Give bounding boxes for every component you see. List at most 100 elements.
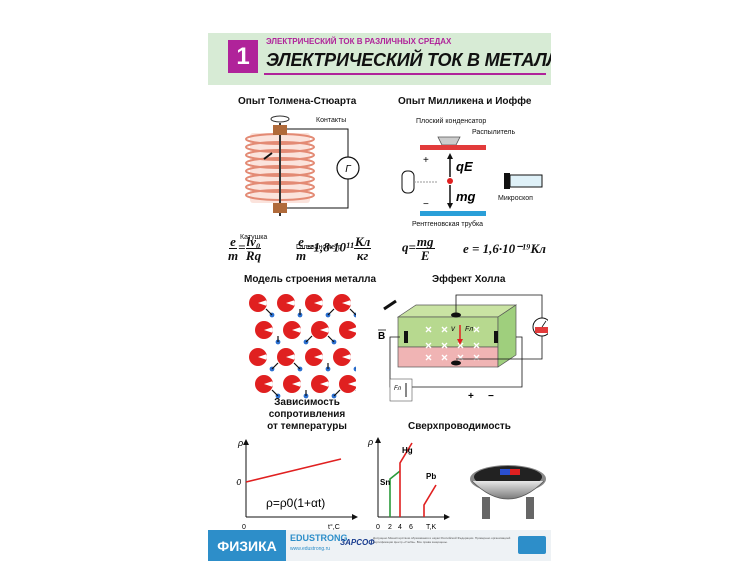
microscope-label: Микроскоп xyxy=(498,195,533,202)
electron-velocity-arrow xyxy=(349,308,356,316)
hall-diagram: B v Fл Fл xyxy=(378,294,548,402)
lattice-ions xyxy=(249,293,356,399)
poster: 1 ЭЛЕКТРИЧЕСКИЙ ТОК В РАЗЛИЧНЫХ СРЕДАХ Э… xyxy=(208,33,551,561)
publisher-site: www.edustrong.ru xyxy=(290,546,331,552)
ion-icon xyxy=(333,294,351,312)
svg-text:Г: Г xyxy=(345,164,352,175)
svg-text:T,K: T,K xyxy=(426,524,436,531)
ion-icon xyxy=(333,348,351,366)
electron-velocity-arrow xyxy=(327,308,335,316)
electron-velocity-arrow xyxy=(271,362,279,370)
svg-text:Fл: Fл xyxy=(394,386,402,392)
hall-slab xyxy=(396,304,518,368)
voltmeter-icon xyxy=(532,317,548,337)
curve-hg xyxy=(399,442,413,517)
svg-text:B: B xyxy=(378,331,385,342)
millikan-title: Опыт Милликена и Иоффе xyxy=(398,96,532,107)
capacitor-label: Плоский конденсатор xyxy=(416,118,487,125)
footer: ФИЗИКА EDUSTRONG www.edustrong.ru ЗАРСОФ… xyxy=(208,530,551,561)
superconductivity-title: Сверхпроводимость xyxy=(408,421,511,432)
droplet xyxy=(447,178,453,184)
electron-velocity-arrow xyxy=(327,335,335,343)
svg-text:ρ: ρ xyxy=(367,437,373,447)
svg-text:qE: qE xyxy=(456,159,473,174)
metal-lattice xyxy=(249,293,356,399)
electron-velocity-arrow xyxy=(265,308,273,316)
ion-icon xyxy=(255,321,273,339)
curve-sn xyxy=(389,470,401,517)
svg-text:v: v xyxy=(451,324,456,333)
header-band xyxy=(208,33,551,85)
ion-icon xyxy=(277,348,295,366)
chapter-number: 1 xyxy=(228,40,258,73)
contacts-label: Контакты xyxy=(316,117,347,124)
tolman-diagram: Г xyxy=(245,115,360,216)
svg-text:ρ=ρ0(1+αt): ρ=ρ0(1+αt) xyxy=(266,496,325,510)
galvanometer-icon: Г xyxy=(336,156,360,180)
svg-text:0: 0 xyxy=(242,524,246,531)
svg-text:6: 6 xyxy=(409,524,413,531)
ion-icon xyxy=(255,375,273,393)
publisher-label: EDUSTRONG xyxy=(290,533,348,543)
galvanometer-label: Гальванометр xyxy=(296,244,342,251)
page-title: ЭЛЕКТРИЧЕСКИЙ ТОК В МЕТАЛЛАХ xyxy=(266,50,551,70)
svg-text:0: 0 xyxy=(376,524,380,531)
ion-icon xyxy=(305,347,323,367)
sprayer-icon xyxy=(437,136,461,146)
hall-title: Эффект Холла xyxy=(432,274,506,285)
electron-velocity-arrow xyxy=(293,362,301,370)
ion-icon xyxy=(339,321,356,339)
ion-icon xyxy=(277,294,295,312)
magnetic-field-arrow-icon xyxy=(383,299,397,311)
svg-text:mg: mg xyxy=(456,189,476,204)
levitation-image xyxy=(470,465,546,519)
force-inset: Fл xyxy=(389,378,413,402)
coil-icon xyxy=(245,123,315,216)
svg-text:−: − xyxy=(488,391,494,402)
ion-icon xyxy=(283,375,301,393)
svg-text:t°,C: t°,C xyxy=(328,523,340,531)
svg-text:4: 4 xyxy=(398,524,402,531)
xray-tube-icon xyxy=(401,170,438,194)
brand-label: ФИЗИКА xyxy=(208,530,286,561)
ion-icon xyxy=(249,293,267,313)
section-kicker: ЭЛЕКТРИЧЕСКИЙ ТОК В РАЗЛИЧНЫХ СРЕДАХ xyxy=(266,37,452,46)
ion-icon xyxy=(311,321,329,339)
resistivity-chart: ρ ρ0 0 t°,C ρ=ρ0(1+αt) xyxy=(236,438,358,531)
svg-text:Hg: Hg xyxy=(402,446,413,455)
svg-text:ρ0: ρ0 xyxy=(236,478,242,487)
electron-icon xyxy=(353,366,356,372)
ion-icon xyxy=(283,321,301,339)
fine-print: Допущено Министерством образования и нау… xyxy=(373,536,511,544)
svg-text:2: 2 xyxy=(388,524,392,531)
magnet-icon xyxy=(500,469,510,475)
metal-model-title: Модель строения металла xyxy=(244,274,377,285)
svg-text:Fл: Fл xyxy=(465,326,473,333)
ion-icon xyxy=(339,375,356,393)
electron-velocity-arrow xyxy=(333,389,341,397)
title-rule xyxy=(264,73,546,75)
ion-icon xyxy=(311,375,329,393)
resistivity-title: Зависимость сопротивления от температуры xyxy=(267,397,347,432)
svg-text:+: + xyxy=(468,391,474,402)
svg-text:Sn: Sn xyxy=(380,478,390,487)
svg-text:ρ: ρ xyxy=(237,438,243,448)
formula-elementary-charge: e = 1,6·10⁻¹⁹Кл xyxy=(463,241,546,256)
tolman-title: Опыт Толмена-Стюарта xyxy=(238,96,357,107)
lower-plate xyxy=(420,211,486,216)
xray-tube-label: Рентгеновская трубка xyxy=(412,221,484,228)
sprayer-label: Распылитель xyxy=(472,129,516,136)
rotation-arrow-icon xyxy=(263,115,290,160)
svg-text:Pb: Pb xyxy=(426,472,436,481)
ion-icon xyxy=(249,347,267,367)
millikan-diagram: + − qE mg xyxy=(401,136,543,216)
svg-text:−: − xyxy=(423,199,429,210)
coil-label: Катушка xyxy=(240,234,268,241)
cert-logo-icon xyxy=(518,536,546,554)
superconductivity-chart: ρ T,K 0 2 4 6 Hg Sn Pb xyxy=(367,437,450,531)
microscope-icon xyxy=(504,173,543,189)
electron-velocity-arrow xyxy=(271,389,279,397)
